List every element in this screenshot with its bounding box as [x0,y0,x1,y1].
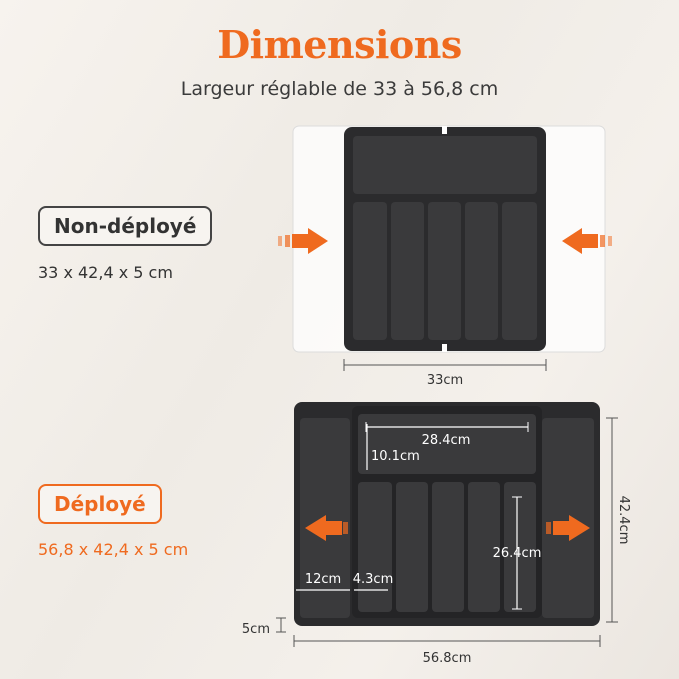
side-width-label: 12cm [305,572,341,587]
slot-length-label: 26.4cm [493,546,542,561]
top-compartment-depth-dimension: 10.1cm [366,424,420,470]
total-width-label: 56.8cm [423,651,472,666]
arrow-right-icon [278,228,328,254]
depth-label: 42.4cm [616,496,631,545]
page-title: Dimensions [217,22,462,67]
slot-length-dimension: 26.4cm [493,496,542,610]
side-width-dimension: 12cm [296,572,350,591]
total-width-dimension: 56.8cm [293,635,601,666]
expanded-label: Déployé [38,484,162,524]
collapsed-label: Non-déployé [38,206,213,246]
expanded-size: 56,8 x 42,4 x 5 cm [38,540,189,559]
height-label: 5cm [242,622,270,637]
collapsed-size: 33 x 42,4 x 5 cm [38,263,173,282]
top-compartment-width-label: 28.4cm [422,433,471,448]
page-subtitle: Largeur réglable de 33 à 56,8 cm [180,78,499,100]
collapsed-width-label: 33cm [427,373,463,388]
top-compartment-width-dimension: 28.4cm [365,422,529,448]
expand-left-arrow-icon [305,515,348,541]
collapsed-width-dimension: 33cm [343,359,547,388]
arrow-left-icon [562,228,612,254]
height-dimension: 5cm [242,617,286,637]
expanded-tray [294,402,600,626]
depth-dimension: 42.4cm [606,417,631,623]
collapsed-tray [292,125,606,353]
slot-width-label: 4.3cm [353,572,394,587]
expand-right-arrow-icon [546,515,590,541]
slot-width-dimension: 4.3cm [353,572,394,591]
top-compartment-depth-label: 10.1cm [371,449,420,464]
